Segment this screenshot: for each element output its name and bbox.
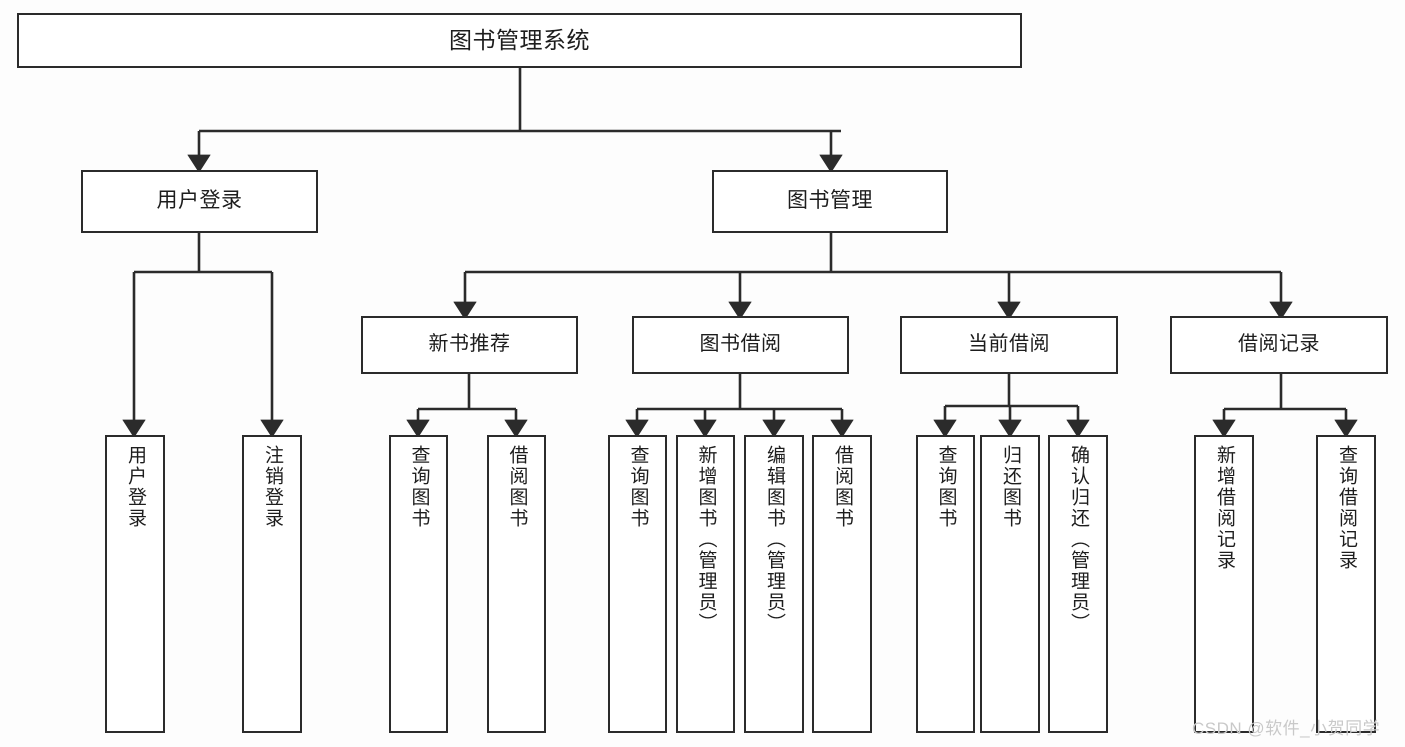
leaf-borrow-record-add[interactable]: 新增借阅记录 [1194,435,1254,733]
leaf-borrow-record-query-label: 查询借阅记录 [1335,445,1357,571]
leaf-current-borrow-return[interactable]: 归还图书 [980,435,1040,733]
leaf-user-login-logout[interactable]: 注销登录 [242,435,302,733]
leaf-book-borrow-edit-label: 编辑图书（管理员） [763,445,785,634]
leaf-user-login-login-label: 用户登录 [124,445,146,529]
leaf-current-borrow-query[interactable]: 查询图书 [916,435,975,733]
leaf-current-borrow-query-label: 查询图书 [935,445,957,529]
leaf-book-borrow-edit[interactable]: 编辑图书（管理员） [744,435,804,733]
leaf-current-borrow-confirm-label: 确认归还（管理员） [1067,445,1089,634]
node-new-book-recommend[interactable]: 新书推荐 [361,316,578,374]
leaf-borrow-record-query[interactable]: 查询借阅记录 [1316,435,1376,733]
leaf-book-borrow-add[interactable]: 新增图书（管理员） [676,435,735,733]
leaf-user-login-logout-label: 注销登录 [261,445,283,529]
node-book-borrow[interactable]: 图书借阅 [632,316,849,374]
node-borrow-record[interactable]: 借阅记录 [1170,316,1388,374]
leaf-current-borrow-return-label: 归还图书 [999,445,1021,529]
node-root-system-label: 图书管理系统 [449,26,590,53]
leaf-new-book-borrow[interactable]: 借阅图书 [487,435,546,733]
node-borrow-record-label: 借阅记录 [1238,333,1320,356]
node-user-login-label: 用户登录 [156,189,243,213]
node-current-borrow[interactable]: 当前借阅 [900,316,1118,374]
node-new-book-recommend-label: 新书推荐 [428,333,511,356]
node-user-login[interactable]: 用户登录 [81,170,318,233]
node-book-borrow-label: 图书借阅 [699,333,782,356]
leaf-new-book-query[interactable]: 查询图书 [389,435,448,733]
leaf-book-borrow-query-label: 查询图书 [627,445,649,529]
leaf-book-borrow-borrow-label: 借阅图书 [831,445,853,529]
leaf-current-borrow-confirm[interactable]: 确认归还（管理员） [1048,435,1108,733]
leaf-book-borrow-add-label: 新增图书（管理员） [695,445,717,634]
node-root-system[interactable]: 图书管理系统 [17,13,1022,68]
node-book-manage-label: 图书管理 [787,189,873,213]
node-current-borrow-label: 当前借阅 [968,333,1050,356]
leaf-book-borrow-query[interactable]: 查询图书 [608,435,667,733]
leaf-borrow-record-add-label: 新增借阅记录 [1213,445,1235,571]
leaf-new-book-borrow-label: 借阅图书 [506,445,528,529]
leaf-user-login-login[interactable]: 用户登录 [105,435,165,733]
node-book-manage[interactable]: 图书管理 [712,170,948,233]
leaf-book-borrow-borrow[interactable]: 借阅图书 [812,435,872,733]
leaf-new-book-query-label: 查询图书 [408,445,430,529]
